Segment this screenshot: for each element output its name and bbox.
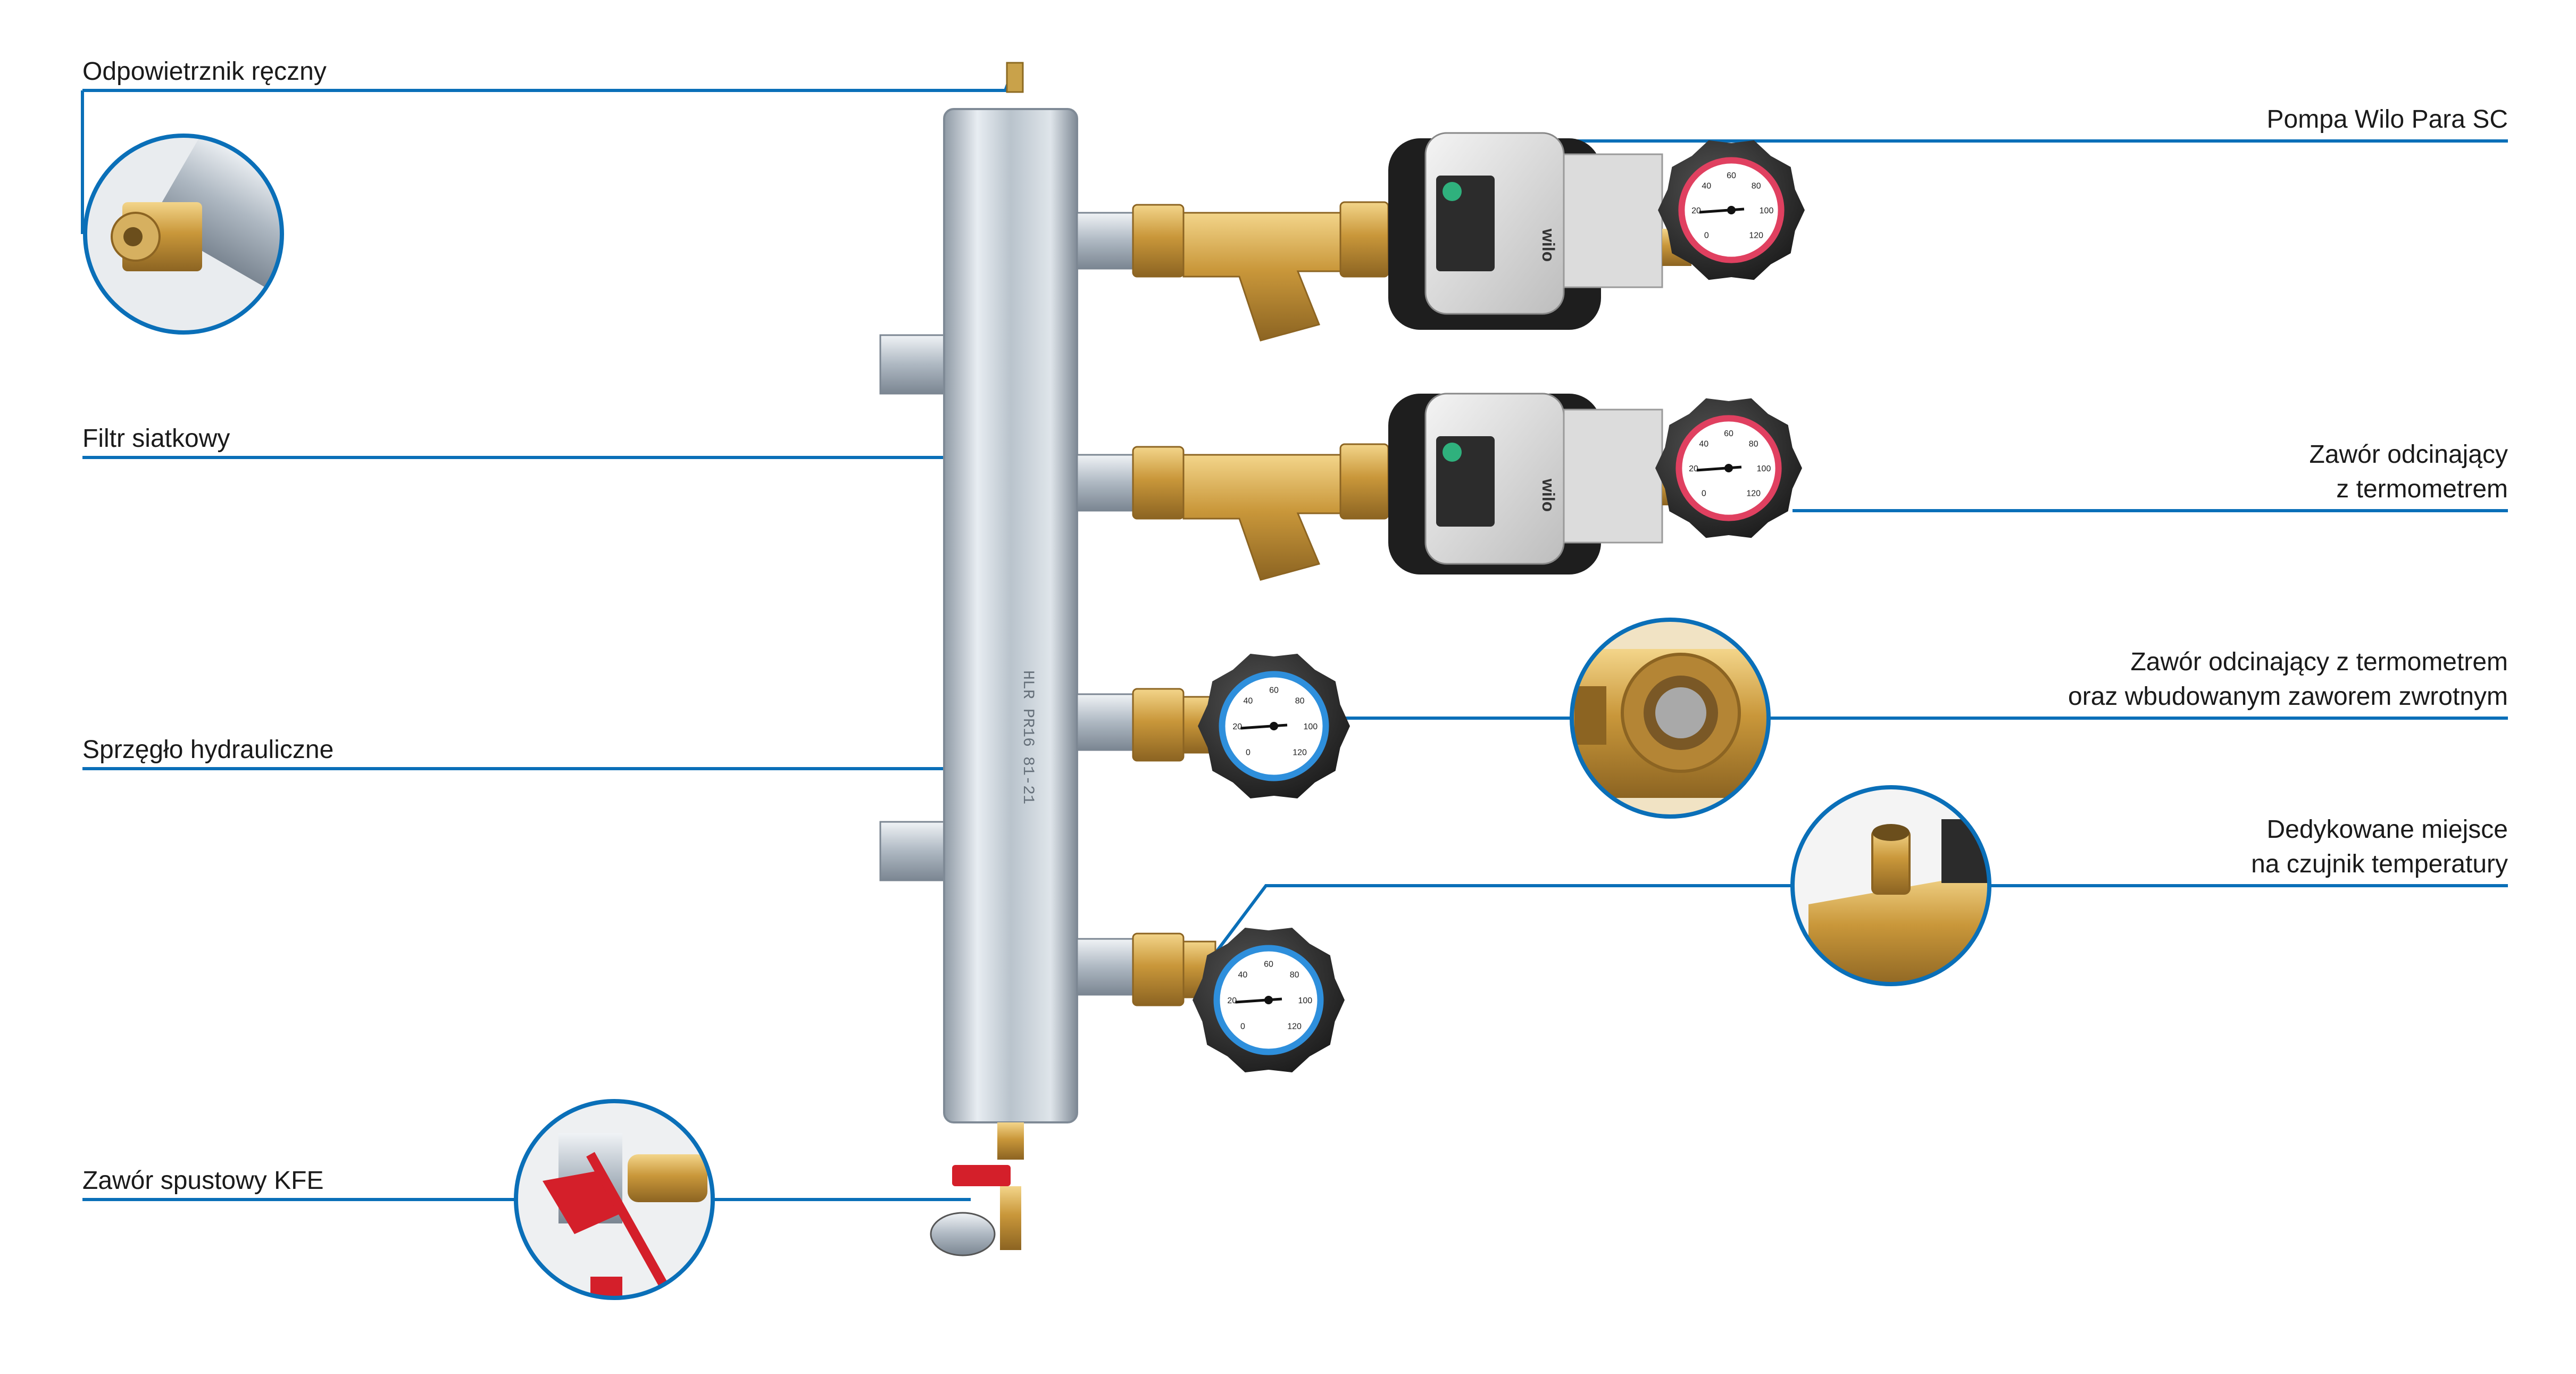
gauge-valve-4-tick-label: 100 [1298, 996, 1312, 1005]
left-nipple-upper [879, 334, 953, 395]
gauge-valve-3-tick-label: 20 [1232, 722, 1242, 731]
label-pump: Pompa Wilo Para SC [2267, 105, 2508, 134]
gauge-pump-2: 0 20 40 60 80 100 120 [1655, 398, 1802, 538]
drain-stub [997, 1122, 1024, 1160]
drain-hose-tail [1000, 1186, 1021, 1250]
gauge-valve-4-hub [1264, 996, 1273, 1004]
gauge-valve-3-tick-label: 0 [1246, 748, 1251, 757]
leader-sensor [1201, 884, 1793, 972]
gauge-pump-2-needle [1696, 465, 1742, 472]
pump-brand-2: wilo [1539, 478, 1558, 512]
outlet-stub-3 [1076, 693, 1137, 751]
gauge-valve-4-needle [1235, 997, 1282, 1004]
gauge-valve-3-hub [1270, 722, 1278, 730]
gauge-valve-3-tick-label: 100 [1303, 722, 1318, 731]
strainer-body-1 [1182, 212, 1341, 342]
union-nut-1a [1132, 204, 1185, 278]
union-nut-3 [1132, 688, 1185, 762]
gauges: 0 20 40 60 80 100 120 0 20 40 60 80 100 120 0 20 40 60 80 1… [1193, 140, 1805, 1072]
detail-vent [83, 134, 284, 335]
gauge-valve-4-tick-label: 0 [1240, 1022, 1245, 1031]
separator-tube [943, 108, 1078, 1123]
union-nut-2b [1339, 443, 1389, 520]
label-sensor-line2: na czujnik temperatury [2251, 850, 2508, 878]
gauge-pump-1-tick-label: 40 [1702, 181, 1711, 190]
gauge-pump-2-tick-label: 0 [1702, 489, 1706, 498]
label-valve-therm-line1: Zawór odcinający [2310, 440, 2508, 469]
union-nut-4 [1132, 932, 1185, 1006]
outlet-stub-4 [1076, 938, 1137, 996]
gauge-pump-2-hub [1724, 464, 1733, 472]
gauge-valve-4-tick-label: 120 [1287, 1022, 1302, 1031]
leader-coupling [82, 767, 1023, 799]
detail-vent-border [83, 134, 284, 335]
label-sensor-line1: Dedykowane miejsce [2266, 815, 2508, 844]
label-strainer: Filtr siatkowy [82, 424, 230, 453]
detail-drain [514, 1099, 715, 1300]
outlet-stub-2 [1076, 454, 1137, 512]
label-check-valve-line2: oraz wbudowanym zaworem zwrotnym [2068, 682, 2508, 711]
left-nipple-lower [879, 821, 953, 881]
air-vent [1006, 62, 1024, 93]
pump-terminal-1 [1563, 153, 1663, 288]
gauge-valve-3-tick-label: 80 [1295, 696, 1305, 705]
gauge-pump-2-tick-label: 80 [1749, 439, 1758, 448]
label-drain: Zawór spustowy KFE [82, 1167, 323, 1195]
gauge-valve-3-tick-label: 40 [1244, 696, 1253, 705]
gauge-valve-3-needle [1240, 723, 1288, 730]
pump-button-2 [1443, 443, 1462, 462]
gauge-pump-1-tick-label: 0 [1704, 231, 1709, 240]
gauge-pump-2-tick-label: 20 [1689, 464, 1698, 473]
gauge-pump-2-tick-label: 40 [1699, 439, 1708, 448]
gauge-valve-3: 0 20 40 60 80 100 120 [1198, 654, 1350, 798]
pump-circuit-2: wilo [1132, 393, 1691, 581]
pump-brand-1: wilo [1539, 228, 1558, 262]
gauge-pump-1-tick-label: 60 [1727, 171, 1736, 180]
gauge-pump-1-tick-label: 120 [1749, 231, 1763, 240]
union-nut-1b [1339, 201, 1389, 278]
gauge-valve-4-tick-label: 80 [1290, 970, 1299, 979]
pump-circuit-1: wilo [1132, 132, 1691, 342]
outlet-stub-1 [1076, 212, 1137, 270]
detail-drain-border [514, 1099, 715, 1300]
tube-marking: HLR PR16 81-21 [1019, 670, 1037, 804]
pump-button-1 [1443, 182, 1462, 201]
label-coupling: Sprzęgło hydrauliczne [82, 736, 334, 764]
gauge-valve-4-tick-label: 60 [1264, 960, 1273, 969]
gauge-pump-2-tick-label: 120 [1746, 489, 1761, 498]
leader-lines [81, 68, 2508, 1201]
detail-check-valve [1570, 618, 1771, 819]
union-nut-2a [1132, 446, 1185, 520]
gauge-valve-4-tick-label: 40 [1238, 970, 1248, 979]
gauge-pump-1: 0 20 40 60 80 100 120 [1658, 140, 1805, 280]
gauge-pump-1-tick-label: 20 [1691, 206, 1701, 215]
pump-terminal-2 [1563, 409, 1663, 544]
detail-check-valve-border [1570, 618, 1771, 819]
gauge-valve-3-tick-label: 120 [1293, 748, 1307, 757]
gauge-pump-2-tick-label: 100 [1757, 464, 1771, 473]
gauge-pump-2-tick-label: 60 [1724, 429, 1733, 438]
gauge-pump-1-tick-label: 100 [1760, 206, 1774, 215]
detail-sensor [1790, 785, 1991, 986]
label-vent: Odpowietrznik ręczny [82, 57, 327, 86]
gauge-valve-4: 0 20 40 60 80 100 120 [1193, 928, 1345, 1072]
hydraulic-coupling: HLR PR16 81-21 [879, 62, 1137, 1256]
gauge-pump-1-tick-label: 80 [1752, 181, 1761, 190]
gauge-pump-1-needle [1699, 207, 1745, 214]
strainer-body-2 [1182, 454, 1341, 581]
label-check-valve-line1: Zawór odcinający z termometrem [2130, 648, 2508, 676]
gauge-valve-3-tick-label: 60 [1269, 686, 1279, 695]
detail-sensor-border [1790, 785, 1991, 986]
gauge-valve-4-tick-label: 20 [1227, 996, 1237, 1005]
drain-cap [930, 1212, 996, 1256]
drain-handle [952, 1165, 1011, 1186]
labels: Odpowietrznik ręczny Filtr siatkowy Sprz… [82, 57, 2508, 1195]
gauge-pump-1-hub [1727, 206, 1736, 214]
label-valve-therm-line2: z termometrem [2336, 475, 2508, 503]
